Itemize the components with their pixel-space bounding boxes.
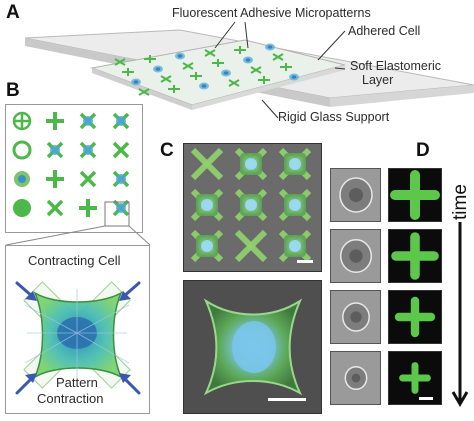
pattern-shape-x xyxy=(112,141,130,159)
array-pattern-cell xyxy=(278,229,312,263)
slide-micropatterns xyxy=(114,43,299,96)
label-adhered-cell: Adhered Cell xyxy=(348,24,421,38)
slide-pattern-mark xyxy=(250,66,262,74)
slide-pattern-mark xyxy=(122,68,134,76)
array-pattern-cell xyxy=(278,188,312,222)
phase-contrast-frame xyxy=(330,229,381,283)
array-pattern-cell xyxy=(234,147,268,181)
phase-contrast-frame xyxy=(330,168,381,222)
pattern-shape-cellX xyxy=(46,141,64,159)
slide-pattern-mark xyxy=(131,78,141,86)
slide-pattern-mark xyxy=(212,59,224,67)
slide-pattern-mark xyxy=(234,46,246,54)
pattern-shape-ring xyxy=(12,140,32,160)
micrograph-single-cell xyxy=(183,280,322,414)
slide-pattern-mark xyxy=(153,65,163,73)
array-pattern-cell xyxy=(234,188,268,222)
label-rigid-glass: Rigid Glass Support xyxy=(278,110,390,124)
pattern-shape-plus xyxy=(46,170,64,188)
micrograph-pattern-array xyxy=(183,143,322,272)
slide-pattern-mark xyxy=(280,63,292,71)
slide-pattern-mark xyxy=(168,85,180,93)
fluorescent-pattern-frame xyxy=(388,290,442,344)
slide-pattern-mark xyxy=(289,73,299,81)
pattern-shape-cellX xyxy=(112,112,130,130)
array-pattern-cell xyxy=(234,229,268,263)
slide-pattern-mark xyxy=(114,58,126,66)
slide-pattern-mark xyxy=(144,55,156,63)
fluorescent-pattern-frame xyxy=(388,168,442,222)
slide-pattern-mark xyxy=(182,62,194,70)
pattern-shape-cellX xyxy=(79,112,97,130)
phase-contrast-frame xyxy=(330,290,381,344)
fluorescent-pattern-frame xyxy=(388,351,442,405)
slide-pattern-mark xyxy=(175,52,185,60)
slide-pattern-mark xyxy=(243,56,253,64)
slide-pattern-mark xyxy=(160,75,172,83)
array-pattern-cell xyxy=(190,147,224,181)
fluorescent-pattern-frame xyxy=(388,229,442,283)
pattern-shape-plus xyxy=(79,199,97,217)
slide-pattern-mark xyxy=(190,72,202,80)
array-pattern-cell xyxy=(190,229,224,263)
slide-pattern-mark xyxy=(272,53,284,61)
array-pattern-cell xyxy=(278,147,312,181)
panel-b-letter: B xyxy=(6,80,20,101)
panel-d-letter: D xyxy=(416,140,430,161)
panel-c-letter: C xyxy=(160,140,174,161)
label-pattern-line1: Pattern xyxy=(56,375,98,390)
pattern-shape-cellX xyxy=(79,141,97,159)
time-arrow xyxy=(451,222,469,407)
slide-pattern-mark xyxy=(221,69,231,77)
pattern-shape-cellX xyxy=(112,199,130,217)
pattern-shape-x xyxy=(46,199,64,217)
pattern-shape-plus xyxy=(46,112,64,130)
slide-pattern-mark xyxy=(138,88,150,96)
label-soft-layer-line1: Soft Elastomeric xyxy=(350,59,442,73)
phase-contrast-frame xyxy=(330,351,381,405)
label-contracting-cell: Contracting Cell xyxy=(28,253,121,268)
pattern-shape-x xyxy=(79,170,97,188)
slide-pattern-mark xyxy=(204,49,216,57)
pattern-shape-circleplus xyxy=(12,111,32,131)
array-pattern-cell xyxy=(190,188,224,222)
label-micropatterns: Fluorescent Adhesive Micropatterns xyxy=(172,6,371,20)
label-soft-layer-line2: Layer xyxy=(362,73,394,87)
time-label: time xyxy=(450,184,471,220)
label-pattern-line2: Contraction xyxy=(37,391,104,406)
panel-b-pattern-grid xyxy=(5,104,143,233)
slide-pattern-mark xyxy=(258,76,270,84)
contracting-cell-schematic xyxy=(5,245,150,414)
slide-pattern-mark xyxy=(265,43,275,51)
slide-pattern-mark xyxy=(199,82,209,90)
pattern-shape-disc xyxy=(13,199,31,217)
pattern-shape-cellX xyxy=(112,170,130,188)
slide-pattern-mark xyxy=(228,79,240,87)
panel-a-letter: A xyxy=(6,2,20,23)
panel-a-slide xyxy=(24,21,474,119)
pattern-shape-cellRound xyxy=(14,171,30,187)
